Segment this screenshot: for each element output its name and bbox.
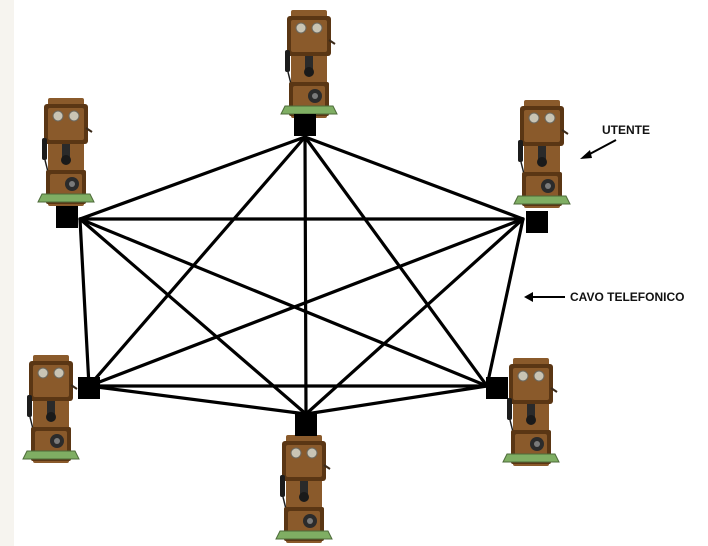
junction-box-icon [295, 414, 317, 436]
cable-line [87, 217, 525, 388]
junction-box-icon [486, 377, 508, 399]
cable-line [78, 217, 489, 388]
cable-line [78, 217, 308, 416]
arrow-left-icon [580, 139, 617, 159]
wall-telephone-icon [22, 355, 80, 463]
wall-telephone-icon [275, 435, 333, 543]
cable-line [304, 217, 525, 416]
diagram-panel [14, 0, 708, 546]
wall-telephone-icon [513, 100, 571, 208]
cable-line [87, 135, 307, 388]
cable-line [303, 135, 525, 221]
junction-boxes [56, 114, 548, 436]
junction-box-icon [56, 206, 78, 228]
user-label: UTENTE [602, 123, 650, 137]
cable-line [87, 384, 308, 416]
cable-line [485, 217, 525, 388]
cable-line [303, 135, 489, 388]
cable-line [78, 217, 91, 388]
junction-box-icon [526, 211, 548, 233]
cable-label: CAVO TELEFONICO [570, 290, 684, 304]
junction-box-icon [294, 114, 316, 136]
arrow-left-icon [524, 292, 565, 302]
telephones [22, 10, 571, 543]
wall-telephone-icon [280, 10, 338, 118]
user-annotation: UTENTE [580, 123, 650, 159]
junction-box-icon [78, 377, 100, 399]
wall-telephone-icon [37, 98, 95, 206]
wall-telephone-icon [502, 358, 560, 466]
cable-line [78, 135, 307, 221]
cable-line [304, 384, 489, 416]
cable-line [303, 135, 308, 416]
cable-links [78, 135, 525, 416]
cable-annotation: CAVO TELEFONICO [524, 290, 684, 304]
